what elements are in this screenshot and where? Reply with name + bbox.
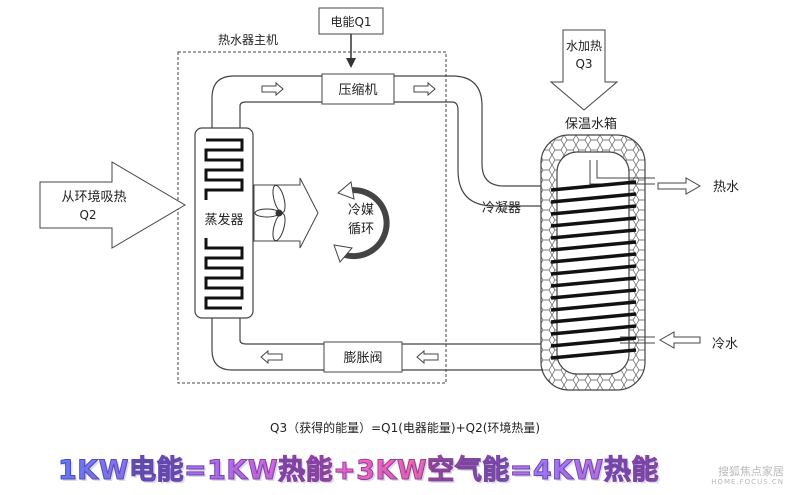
ambient-heat-label-top: 从环境吸热 xyxy=(61,190,126,205)
air-outflow-arrow xyxy=(253,177,319,249)
fan-icon xyxy=(254,184,286,242)
evaporator-label: 蒸发器 xyxy=(204,212,243,228)
ambient-heat-label-bottom: Q2 xyxy=(79,208,96,222)
watermark-url: HOME.FOCUS.CN xyxy=(711,478,784,486)
cold-water-arrow-icon xyxy=(658,331,701,349)
condenser-label: 冷凝器 xyxy=(482,200,521,216)
expansion-valve-box xyxy=(323,341,403,373)
energy-equation: Q3（获得的能量）=Q1(电器能量)+Q2(环境热量) xyxy=(270,420,540,435)
flow-arrow-icon xyxy=(416,349,439,365)
refrigerant-cycle-arrow xyxy=(340,187,390,260)
energy-banner: 1KW电能=1KW热能+3KW空气能=4KW热能 xyxy=(58,448,748,487)
flow-arrow-icon xyxy=(260,349,283,365)
evaporator-coil xyxy=(204,138,244,310)
refrigerant-pipe-top xyxy=(211,75,548,207)
refrigerant-cycle-arrow-head-icon xyxy=(337,181,355,200)
compressor-box xyxy=(321,73,395,105)
evaporator-box xyxy=(194,127,254,319)
hot-water-arrow-icon xyxy=(657,177,702,195)
refrigerant-pipe-bottom xyxy=(211,318,548,371)
electric-down-arrow-icon xyxy=(346,34,356,68)
water-heating-arrow xyxy=(549,29,619,111)
water-heating-label-bottom: Q3 xyxy=(575,57,592,71)
compressor-label: 压缩机 xyxy=(338,82,377,98)
main-unit-boundary xyxy=(177,51,447,384)
tank-label: 保温水箱 xyxy=(565,116,617,132)
water-heating-label-top: 水加热 xyxy=(566,39,602,53)
refrigerant-cycle-arrow-head-icon xyxy=(333,244,353,263)
refrigerant-label-bottom: 循环 xyxy=(348,222,374,237)
condenser-coil xyxy=(550,180,637,360)
hot-water-label: 热水 xyxy=(713,180,739,195)
electric-energy-label: 电能Q1 xyxy=(330,15,371,29)
main-unit-label: 热水器主机 xyxy=(218,33,278,47)
expansion-valve-label: 膨胀阀 xyxy=(343,351,382,366)
ambient-heat-arrow xyxy=(39,161,186,249)
flow-arrow-icon xyxy=(413,81,436,97)
watermark: 搜狐焦点家居 HOME.FOCUS.CN xyxy=(711,465,784,487)
refrigerant-label-top: 冷媒 xyxy=(348,203,374,218)
watermark-brand: 搜狐焦点家居 xyxy=(718,465,784,478)
electric-energy-box xyxy=(318,7,384,35)
flow-arrow-icon xyxy=(261,81,284,97)
cold-water-label: 冷水 xyxy=(712,337,738,352)
